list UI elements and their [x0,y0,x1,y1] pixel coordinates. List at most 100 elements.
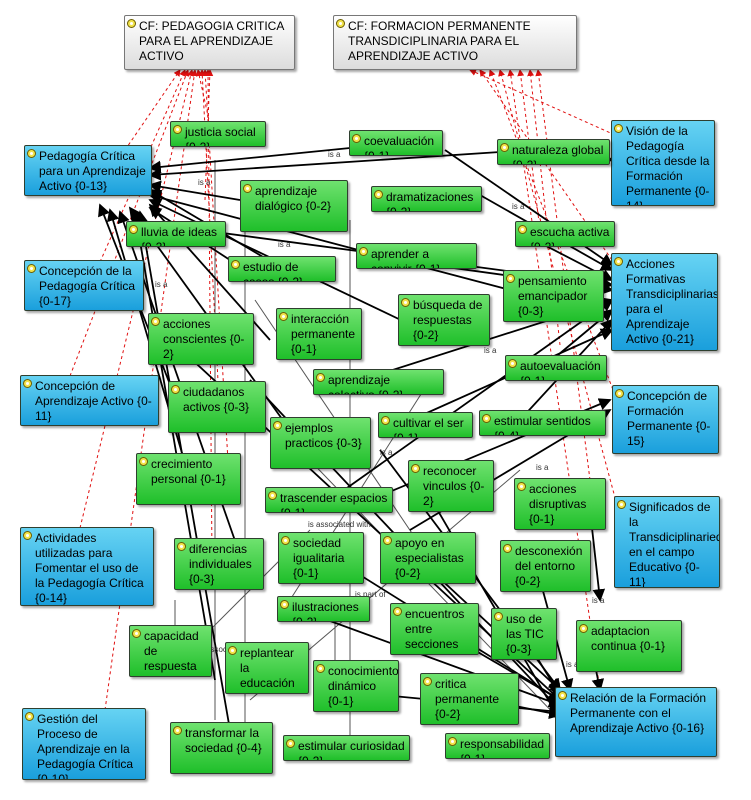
link-label-is-a: is a [155,280,168,289]
node-label: dramatizaciones {0-2} [386,190,474,212]
code-icon [273,421,282,430]
code-icon [579,624,588,633]
critica-permanente-node[interactable]: critica permanente {0-2} [420,673,519,725]
node-label: ciudadanos activos {0-3} [183,385,250,414]
concepcion-pc-node[interactable]: Concepción de la Pedagogía Crítica {0-17… [24,260,144,311]
code-icon [503,544,512,553]
code-icon [171,385,180,394]
code-icon [280,600,289,609]
ejemplos-practicos-node[interactable]: ejemplos practicos {0-3} [270,417,371,469]
code-icon [374,190,383,199]
code-icon [129,225,138,234]
relacion-node[interactable]: Relación de la Formación Permanente con … [555,687,717,757]
acciones-conscientes-node[interactable]: acciones conscientes {0-2} [148,313,254,365]
aprendizaje-dialogico-node[interactable]: aprendizaje dialógico {0-2} [240,180,348,232]
code-icon [132,629,141,638]
code-icon [228,646,237,655]
estimular-sentidos-node[interactable]: estimular sentidos {0-4} [479,410,606,436]
node-label: autoevaluación {0-1} [520,359,601,381]
node-label: Gestión del Proceso de Aprendizaje en la… [37,712,134,780]
escucha-activa-node[interactable]: escucha activa {0-2} [515,221,615,247]
link-label-is-a: is a [566,660,579,669]
code-icon [27,149,36,158]
code-icon [508,359,517,368]
pensamiento-emancipador-node[interactable]: pensamiento emancipador {0-3} [503,270,604,322]
acciones-disruptivas-node[interactable]: acciones disruptivas {0-1} [514,478,606,530]
transformar-sociedad-node[interactable]: transformar la sociedad {0-4} [170,722,273,774]
conocimiento-dinamico-node[interactable]: conocimiento dinámico {0-1} [313,660,399,712]
busqueda-respuestas-node[interactable]: búsqueda de respuestas {0-2} [398,294,490,346]
code-icon [27,264,36,273]
apoyo-especialistas-node[interactable]: apoyo en especialistas {0-2} [380,532,476,584]
actividades-node[interactable]: Actividades utilizadas para Fomentar el … [20,527,154,606]
trascender-espacios-node[interactable]: trascender espacios {0-1} [265,487,393,513]
node-label: Concepción de Aprendizaje Activo {0-11} [35,379,152,423]
ilustraciones-node[interactable]: ilustraciones {0-2} [277,596,370,622]
coevaluacion-node[interactable]: coevaluación {0-1} [349,130,443,156]
replantear-educacion-node[interactable]: replantear la educación {0-2} [225,642,309,694]
responsabilidad-node[interactable]: responsabilidad {0-1} [445,733,550,759]
sociedad-igualitaria-node[interactable]: sociedad igualitaria {0-1} [278,532,364,584]
vision-node[interactable]: Visión de la Pedagogía Crítica desde la … [611,120,715,206]
node-label: conocimiento dinámico {0-1} [328,664,399,708]
concepcion-fp-node[interactable]: Concepción de Formación Permanente {0-15… [612,385,719,454]
pedagogia-critica-node[interactable]: Pedagogía Crítica para un Aprendizaje Ac… [24,145,152,196]
node-label: aprendizaje dialógico {0-2} [255,184,332,213]
code-icon [423,677,432,686]
estimular-curiosidad-node[interactable]: estimular curiosidad {0-2} [283,735,410,761]
code-icon [279,312,288,321]
node-label: transformar la sociedad {0-4} [185,726,262,755]
interaccion-permanente-node[interactable]: interacción permanente {0-1} [276,308,362,360]
uso-tic-node[interactable]: uso de las TIC {0-3} [491,608,557,660]
gestion-node[interactable]: Gestión del Proceso de Aprendizaje en la… [22,708,146,780]
node-label: aprender a convivir {0-1} [371,247,441,269]
autoevaluacion-node[interactable]: autoevaluación {0-1} [505,355,607,381]
desconexion-entorno-node[interactable]: desconexión del entorno {0-2} [500,540,591,592]
capacidad-respuesta-node[interactable]: capacidad de respuesta {0-1} [129,625,212,677]
code-icon [381,416,390,425]
adaptacion-continua-node[interactable]: adaptacion continua {0-1} [576,620,682,672]
code-icon [614,257,623,266]
aprendizaje-colectivo-node[interactable]: aprendizaje colectivo {0-2} [313,369,444,395]
encuentros-secciones-node[interactable]: encuentros entre secciones {0-2} [390,603,479,655]
estudio-casos-node[interactable]: estudio de casos {0-2} [228,256,336,282]
crecimiento-personal-node[interactable]: crecimiento personal {0-1} [136,453,241,505]
cultivar-ser-node[interactable]: cultivar el ser {0-1} [378,412,473,438]
link-label-is-a: is a [278,240,291,249]
code-icon [494,612,503,621]
node-label: crecimiento personal {0-1} [151,457,226,486]
node-label: desconexión del entorno {0-2} [515,544,583,588]
diferencias-individuales-node[interactable]: diferencias individuales {0-3} [174,538,264,590]
code-icon [336,19,345,28]
node-label: replantear la educación {0-2} [240,646,295,693]
code-icon [448,737,457,746]
node-label: Acciones Formativas Transdiciplinarias p… [626,257,718,346]
cf-formacion-node[interactable]: CF: FORMACION PERMANENTE TRANSDICIPLINAR… [333,15,577,70]
node-label: aprendizaje colectivo {0-2} [328,373,404,395]
justicia-social-node[interactable]: justicia social {0-2} [170,121,266,147]
lluvia-ideas-node[interactable]: lluvia de ideas {0-2} [126,221,226,247]
aprender-convivir-node[interactable]: aprender a convivir {0-1} [356,243,477,269]
node-label: capacidad de respuesta {0-1} [144,629,199,676]
code-icon [25,712,34,721]
node-label: Concepción de Formación Permanente {0-15… [627,389,711,448]
link-label-is-a: is a [198,178,211,187]
concepcion-aprendizaje-node[interactable]: Concepción de Aprendizaje Activo {0-11} [20,375,159,426]
code-icon [268,491,277,500]
significados-node[interactable]: Significados de la Transdiciplinariedad … [614,496,720,588]
reconocer-vinculos-node[interactable]: reconocer vinculos {0-2} [408,460,494,512]
acciones-formativas-node[interactable]: Acciones Formativas Transdiciplinarias p… [611,253,718,351]
code-icon [177,542,186,551]
link-label-is-part-of: is part of [355,590,386,599]
node-label: apoyo en especialistas {0-2} [395,536,464,580]
dramatizaciones-node[interactable]: dramatizaciones {0-2} [371,186,482,212]
node-label: estimular curiosidad {0-2} [298,739,405,761]
code-icon [316,373,325,382]
cf-pedagogia-node[interactable]: CF: PEDAGOGIA CRITICA PARA EL APRENDIZAJ… [124,15,295,70]
code-icon [281,536,290,545]
node-label: cultivar el ser {0-1} [393,416,464,438]
code-icon [393,607,402,616]
naturaleza-global-node[interactable]: naturaleza global {0-2} [497,139,610,165]
code-icon [517,482,526,491]
ciudadanos-activos-node[interactable]: ciudadanos activos {0-3} [168,381,266,433]
